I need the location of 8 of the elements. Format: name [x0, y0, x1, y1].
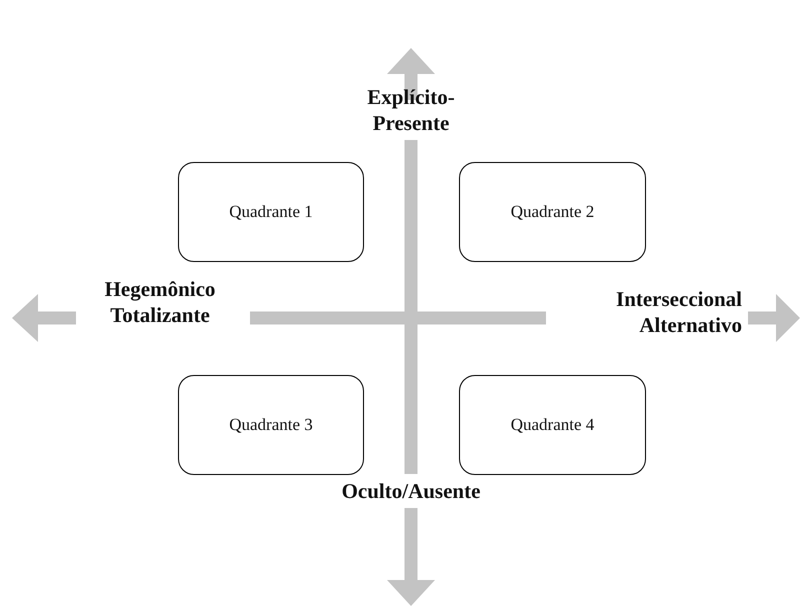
axis-label: Hegemônico Totalizante: [104, 276, 216, 328]
quadrant-box: Quadrante 1: [178, 162, 364, 262]
quadrant-box: Quadrante 4: [459, 375, 646, 475]
axis-label: Interseccional Alternativo: [615, 286, 742, 338]
axis-label: Explícito- Presente: [366, 84, 456, 136]
quadrant-box: Quadrante 2: [459, 162, 646, 262]
quadrant-box: Quadrante 3: [178, 375, 364, 475]
axis-label: Oculto/Ausente: [340, 478, 482, 504]
